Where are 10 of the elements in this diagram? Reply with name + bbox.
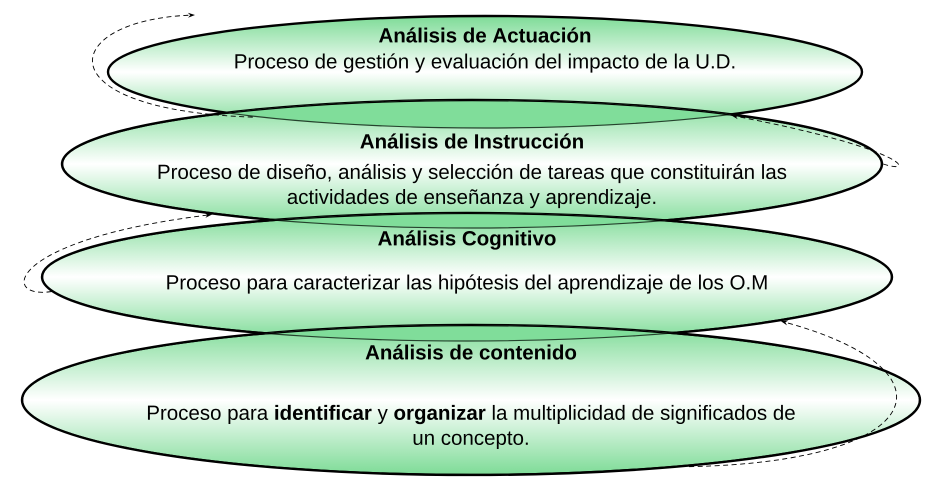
heading: Análisis de Instrucción [360,133,583,149]
description: Proceso para identificar y organizar la multiplicidad de significados de un concepto. [148,404,795,450]
description: Proceso de gestión y evaluación del impacto de la U.D. [235,53,734,73]
heading: Análisis de contenido [366,344,576,360]
heading: Análisis Cognitivo [378,230,556,250]
dashed-arrow [688,320,897,468]
heading: Análisis de Actuación [379,27,590,43]
description: Proceso para caracterizar las hipótesis del aprendizaje de los O.M [167,274,767,294]
description: Proceso de diseño, análisis y selección de tareas que constituirán las actividades de enseñanza y aprendizaje. [158,164,786,208]
dashed-arrow [92,12,254,118]
